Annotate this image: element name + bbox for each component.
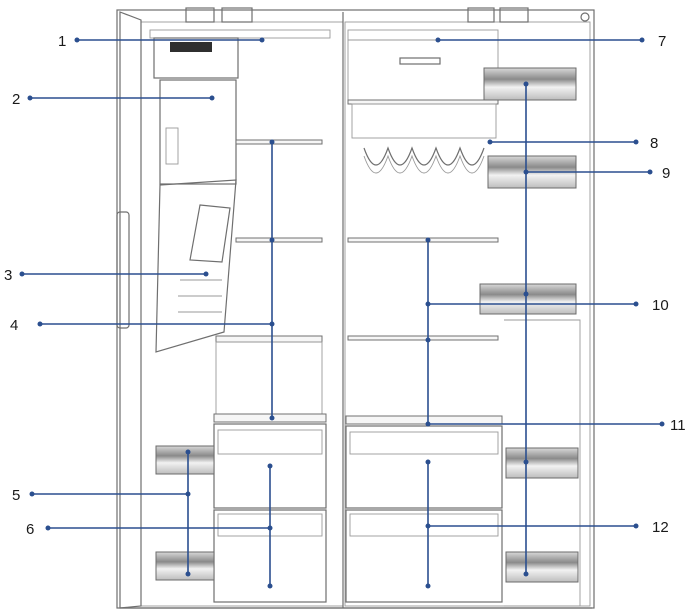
callout-2: 2 — [12, 91, 20, 108]
callout-4: 4 — [10, 317, 18, 334]
callout-8: 8 — [650, 135, 658, 152]
callout-10: 10 — [652, 297, 669, 314]
callout-11: 11 — [670, 417, 686, 434]
callout-6: 6 — [26, 521, 34, 538]
callout-5: 5 — [12, 487, 20, 504]
callout-labels: 1 2 3 4 5 6 7 8 9 10 11 12 — [4, 33, 686, 538]
callout-9: 9 — [662, 165, 670, 182]
callout-7: 7 — [658, 33, 666, 50]
callout-12: 12 — [652, 519, 669, 536]
refrigerator-cabinet — [116, 7, 595, 609]
callout-3: 3 — [4, 267, 12, 284]
callout-1: 1 — [58, 33, 66, 50]
left-door — [116, 11, 142, 609]
leader-lines — [19, 37, 665, 589]
right-compartment — [345, 29, 581, 607]
left-compartment — [149, 29, 331, 603]
